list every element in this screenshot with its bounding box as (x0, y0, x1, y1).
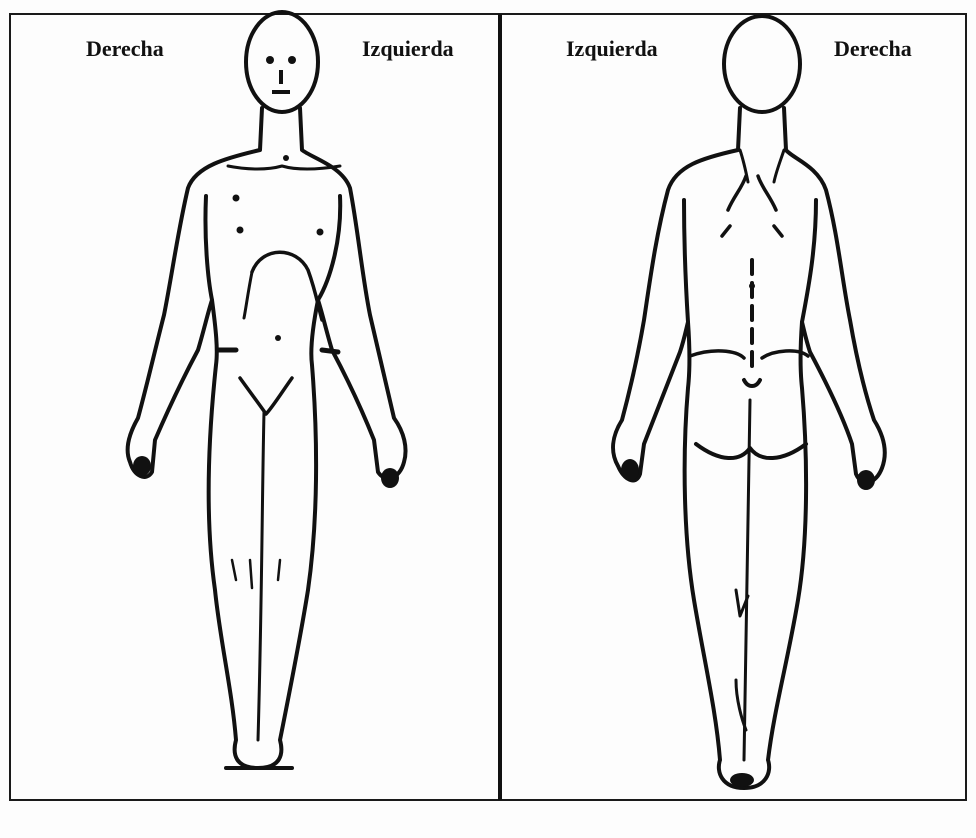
front-inner-legs (258, 412, 264, 740)
front-body-outline (128, 108, 406, 768)
front-ribcage (252, 252, 322, 320)
front-mouth (272, 90, 290, 94)
front-nose (279, 70, 283, 84)
back-heels (730, 773, 754, 787)
front-right-label: Derecha (86, 38, 164, 60)
back-lower-back (690, 351, 808, 358)
front-inner-arm-left (318, 196, 340, 300)
back-hand-left-fill (621, 459, 639, 481)
front-eye-left (288, 56, 296, 64)
back-left-label: Izquierda (566, 38, 658, 60)
back-right-label: Derecha (834, 38, 912, 60)
front-waist-marks (218, 350, 338, 352)
back-scapula (722, 176, 782, 236)
front-nipple-left (317, 229, 324, 236)
front-inner-arm-right (205, 196, 212, 300)
back-vertebra-mark (749, 283, 755, 289)
front-shoulder-mark-right (233, 195, 240, 202)
front-knees (232, 560, 280, 588)
front-left-label: Izquierda (362, 38, 454, 60)
back-neck-lines (740, 150, 784, 182)
front-hand-left-fill (381, 468, 399, 488)
front-head (246, 12, 318, 112)
front-ribcage-inner (244, 272, 252, 318)
front-eye-right (266, 56, 274, 64)
front-hand-right-fill (133, 456, 151, 476)
back-inner-arm-left (684, 200, 688, 322)
front-navel (275, 335, 281, 341)
front-pelvis (240, 378, 292, 414)
front-throat (283, 155, 289, 161)
back-body-figure (613, 16, 885, 788)
front-collarbones (228, 166, 340, 169)
front-body-figure (128, 12, 406, 768)
back-inner-arm-right (802, 200, 816, 322)
outer-frame (10, 14, 966, 800)
front-nipple-right (237, 227, 244, 234)
back-buttocks (696, 444, 806, 458)
back-head (724, 16, 800, 112)
back-sacrum (744, 380, 760, 386)
back-hand-right-fill (857, 470, 875, 490)
